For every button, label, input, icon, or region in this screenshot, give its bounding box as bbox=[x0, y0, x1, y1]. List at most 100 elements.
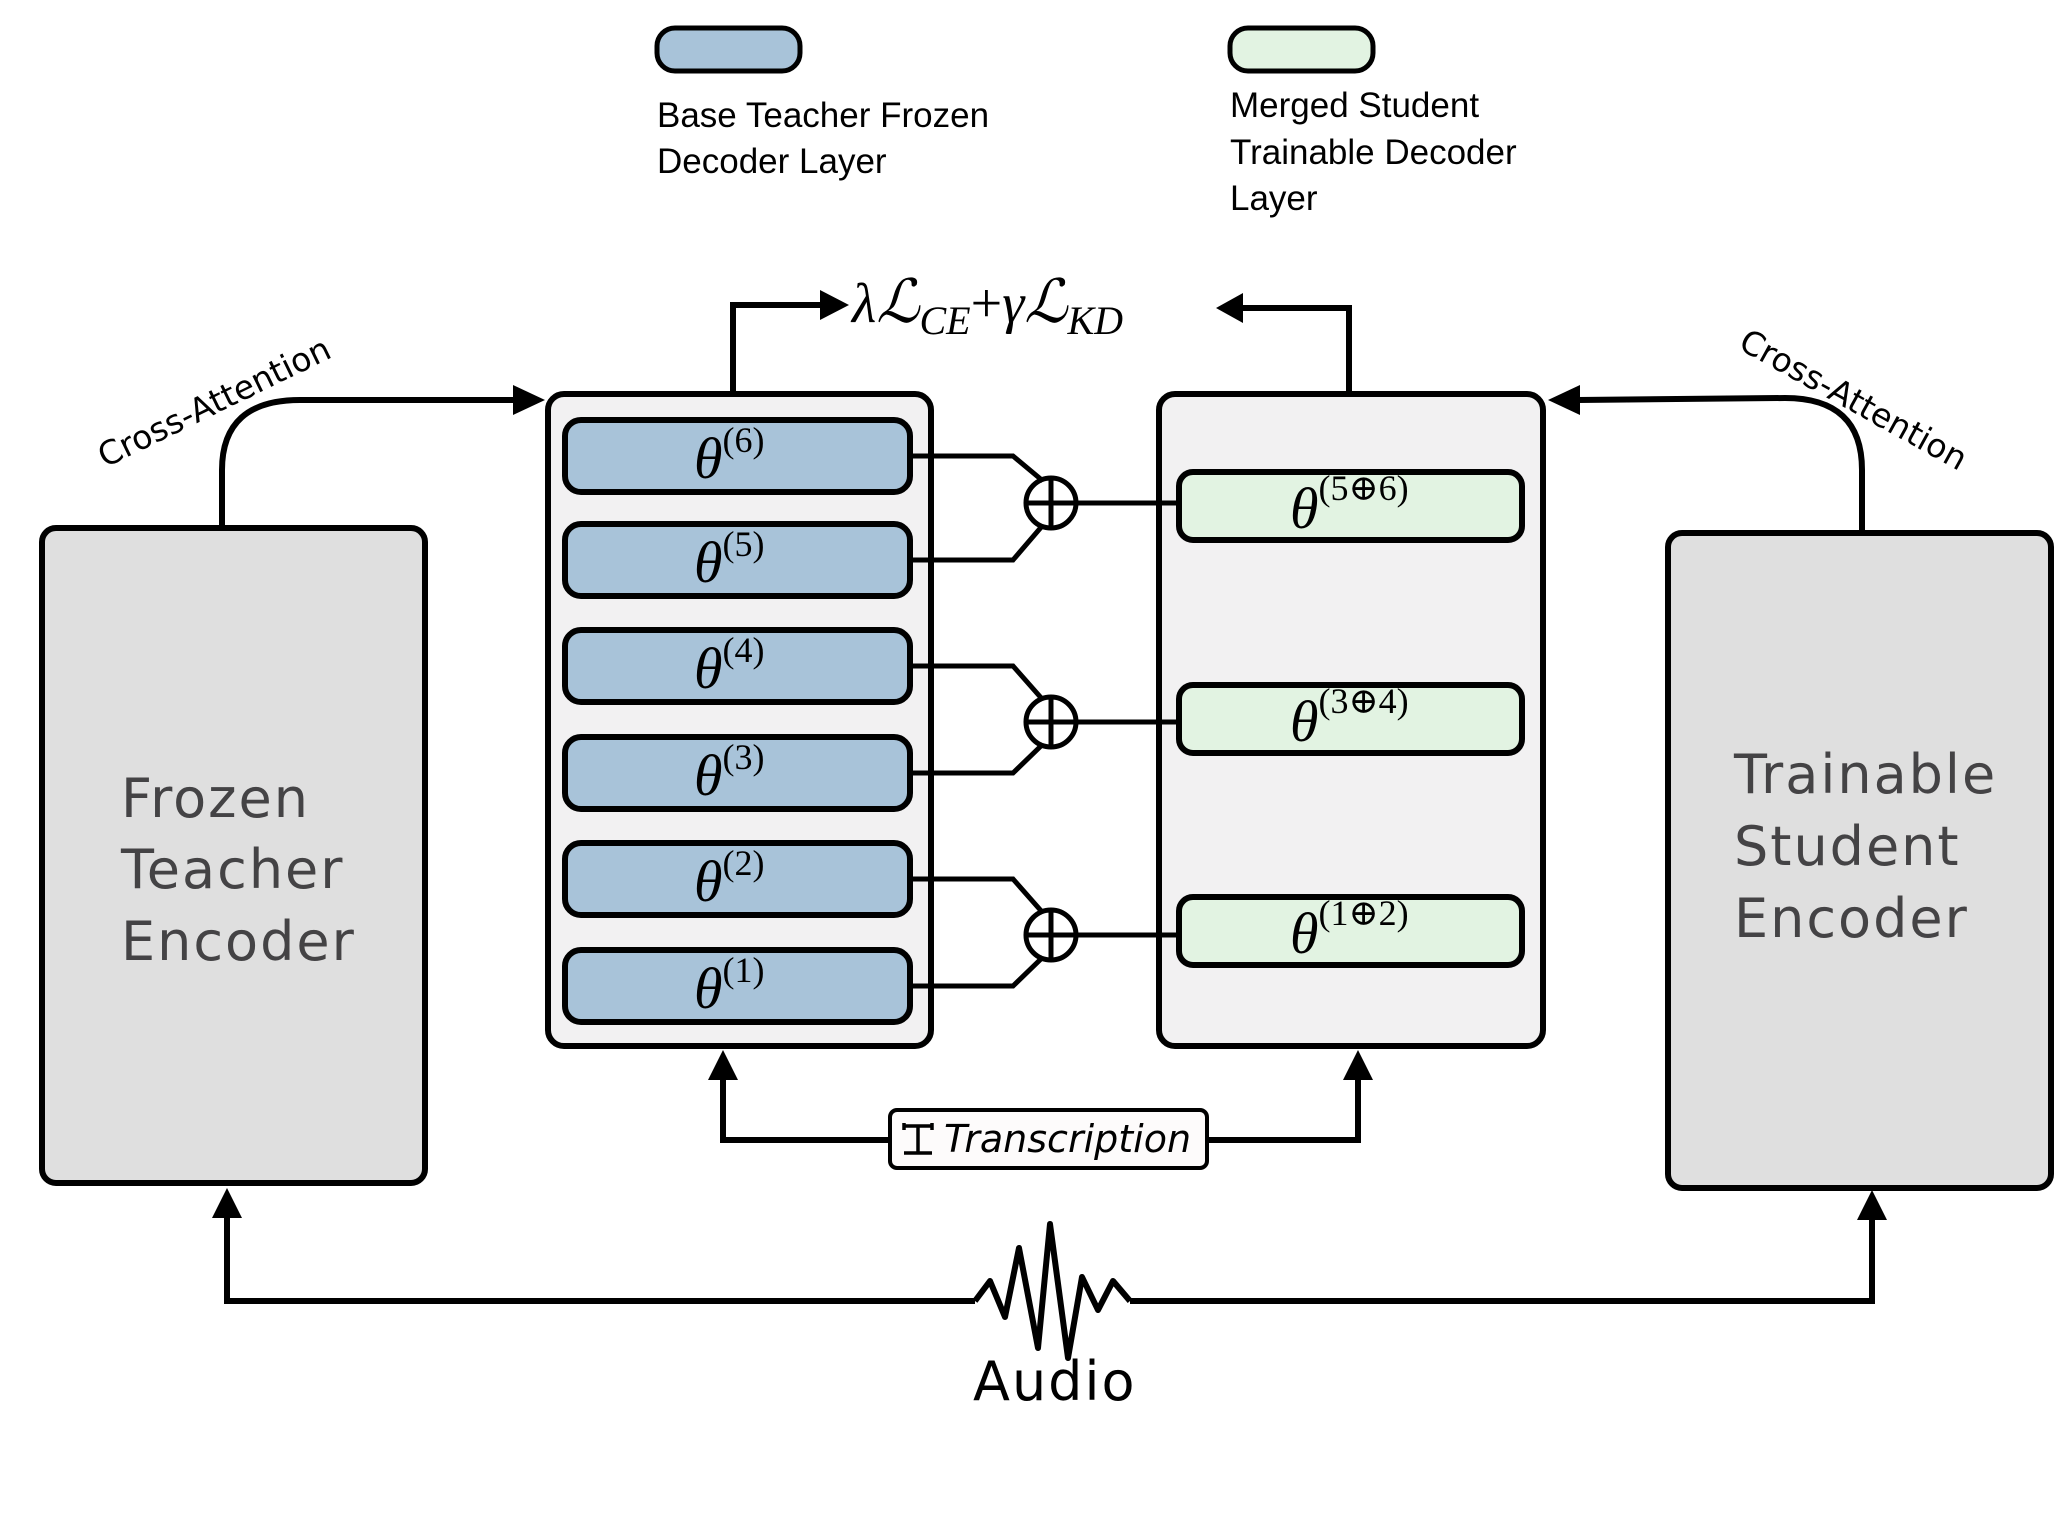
student-encoder: Trainable Student Encoder bbox=[1665, 530, 2054, 1191]
transcription-to-student-line bbox=[1207, 1078, 1361, 1143]
student-layer: θ(3⊕4) bbox=[1176, 681, 1525, 756]
teacher-layer-label: θ(6) bbox=[694, 420, 764, 491]
layer-theta: θ bbox=[694, 743, 723, 808]
layer-index: (1⊕2) bbox=[1319, 893, 1409, 933]
layer-theta: θ bbox=[1290, 689, 1319, 754]
transcription-label: Transcription bbox=[944, 1117, 1191, 1161]
merge-connector bbox=[910, 663, 1179, 776]
audio-to-student-arrowhead bbox=[1857, 1190, 1887, 1220]
student-layer: θ(1⊕2) bbox=[1176, 893, 1525, 968]
cross-attention-left-line bbox=[219, 397, 516, 528]
teacher-to-loss-arrow-line bbox=[730, 302, 822, 392]
loss-gamma: γ bbox=[1002, 273, 1026, 335]
loss-l-kd: ℒ bbox=[1024, 269, 1069, 335]
layer-index: (6) bbox=[723, 420, 765, 460]
layer-index: (1) bbox=[723, 950, 765, 990]
audio-input: Audio bbox=[212, 1188, 1887, 1413]
merge-plus-icon bbox=[1023, 907, 1079, 963]
teacher-layer-label: θ(2) bbox=[694, 843, 764, 914]
teacher-encoder-label-line3: Encoder bbox=[121, 910, 356, 973]
teacher-layer-label: θ(4) bbox=[694, 630, 764, 701]
waveform-icon bbox=[972, 1221, 1133, 1361]
teacher-layer: θ(3) bbox=[562, 734, 913, 812]
teacher-layer: θ(1) bbox=[562, 947, 913, 1025]
legend-label-student-line2: Trainable Decoder bbox=[1230, 133, 1517, 172]
legend-swatch-student bbox=[1227, 25, 1376, 74]
audio-label: Audio bbox=[973, 1350, 1136, 1413]
layer-theta: θ bbox=[1290, 476, 1319, 541]
cross-attention-left: Cross-Attention bbox=[91, 329, 545, 528]
transcription-to-student-arrowhead bbox=[1343, 1050, 1373, 1080]
student-decoder-block: θ(5⊕6)θ(3⊕4)θ(1⊕2) bbox=[1156, 391, 1546, 1049]
layer-index: (2) bbox=[723, 843, 765, 883]
teacher-layer: θ(4) bbox=[562, 627, 913, 705]
layer-index: (3⊕4) bbox=[1319, 681, 1409, 721]
cross-attention-right: Cross-Attention bbox=[1548, 321, 1974, 533]
teacher-encoder-label-line2: Teacher bbox=[120, 838, 344, 901]
legend-swatch-teacher bbox=[654, 25, 803, 74]
loss-formula: λℒCE+γℒKD bbox=[730, 269, 1352, 392]
transcription-to-teacher-line bbox=[720, 1078, 888, 1143]
merge-connector bbox=[910, 453, 1179, 563]
student-to-loss-arrowhead bbox=[1216, 293, 1243, 323]
merge-connector bbox=[910, 876, 1179, 989]
loss-plus: + bbox=[971, 273, 1003, 335]
layer-theta: θ bbox=[694, 849, 723, 914]
audio-to-teacher-arrowhead bbox=[212, 1188, 242, 1218]
cross-attention-right-arrowhead bbox=[1548, 385, 1580, 415]
student-layer: θ(5⊕6) bbox=[1176, 468, 1525, 543]
layer-theta: θ bbox=[694, 426, 723, 491]
student-to-loss-arrow-line bbox=[1240, 305, 1352, 392]
student-layer-label: θ(5⊕6) bbox=[1290, 468, 1409, 541]
loss-sub-kd: KD bbox=[1067, 298, 1124, 343]
teacher-layer: θ(5) bbox=[562, 521, 913, 599]
layer-theta: θ bbox=[694, 636, 723, 701]
student-layer-label: θ(1⊕2) bbox=[1290, 893, 1409, 966]
loss-sub-ce: CE bbox=[919, 298, 970, 343]
transcription-box bbox=[888, 1108, 1209, 1170]
layer-theta: θ bbox=[1290, 901, 1319, 966]
cross-attention-right-line bbox=[1577, 394, 1865, 533]
student-layer-box bbox=[1176, 682, 1525, 756]
layer-index: (4) bbox=[723, 630, 765, 670]
teacher-layer-label: θ(1) bbox=[694, 950, 764, 1021]
teacher-layer: θ(6) bbox=[562, 417, 913, 495]
loss-lambda: λ bbox=[850, 273, 876, 335]
legend-label-teacher-line2: Decoder Layer bbox=[657, 142, 887, 181]
merge-input-line bbox=[910, 742, 1045, 776]
merge-input-line bbox=[910, 453, 1045, 483]
legend-label-student-line3: Layer bbox=[1230, 179, 1318, 218]
merge-plus-icon bbox=[1023, 694, 1079, 750]
teacher-encoder: Frozen Teacher Encoder bbox=[39, 525, 428, 1186]
legend-label-student-line1: Merged Student bbox=[1230, 86, 1479, 125]
merge-connectors bbox=[910, 453, 1179, 989]
teacher-layer-label: θ(3) bbox=[694, 737, 764, 808]
teacher-to-loss-arrowhead bbox=[820, 290, 849, 320]
layer-theta: θ bbox=[694, 956, 723, 1021]
text-cursor-icon bbox=[902, 1123, 934, 1155]
merge-input-line bbox=[910, 955, 1045, 989]
teacher-encoder-box bbox=[39, 525, 428, 1186]
merge-input-line bbox=[910, 876, 1045, 915]
cross-attention-left-arrowhead bbox=[513, 385, 545, 415]
merge-input-line bbox=[910, 523, 1045, 563]
student-layer-box bbox=[1176, 469, 1525, 543]
transcription-input: Transcription bbox=[708, 1050, 1373, 1170]
student-layer-label: θ(3⊕4) bbox=[1290, 681, 1409, 754]
teacher-decoder-block: θ(6)θ(5)θ(4)θ(3)θ(2)θ(1) bbox=[545, 391, 934, 1049]
merge-plus-icon bbox=[1023, 475, 1079, 531]
teacher-encoder-label-line1: Frozen bbox=[121, 767, 310, 830]
student-layer-box bbox=[1176, 894, 1525, 968]
audio-line-left bbox=[224, 1216, 975, 1304]
student-encoder-label-line1: Trainable bbox=[1733, 743, 1997, 806]
legend: Base Teacher Frozen Decoder Layer Merged… bbox=[654, 25, 1517, 218]
svg-text:λℒCE+γℒKD: λℒCE+γℒKD bbox=[850, 269, 1123, 343]
audio-line-right bbox=[1130, 1218, 1875, 1304]
loss-l-ce: ℒ bbox=[876, 269, 921, 335]
layer-theta: θ bbox=[694, 530, 723, 595]
student-encoder-label-line2: Student bbox=[1734, 815, 1961, 878]
layer-index: (3) bbox=[723, 737, 765, 777]
student-encoder-label-line3: Encoder bbox=[1734, 887, 1969, 950]
